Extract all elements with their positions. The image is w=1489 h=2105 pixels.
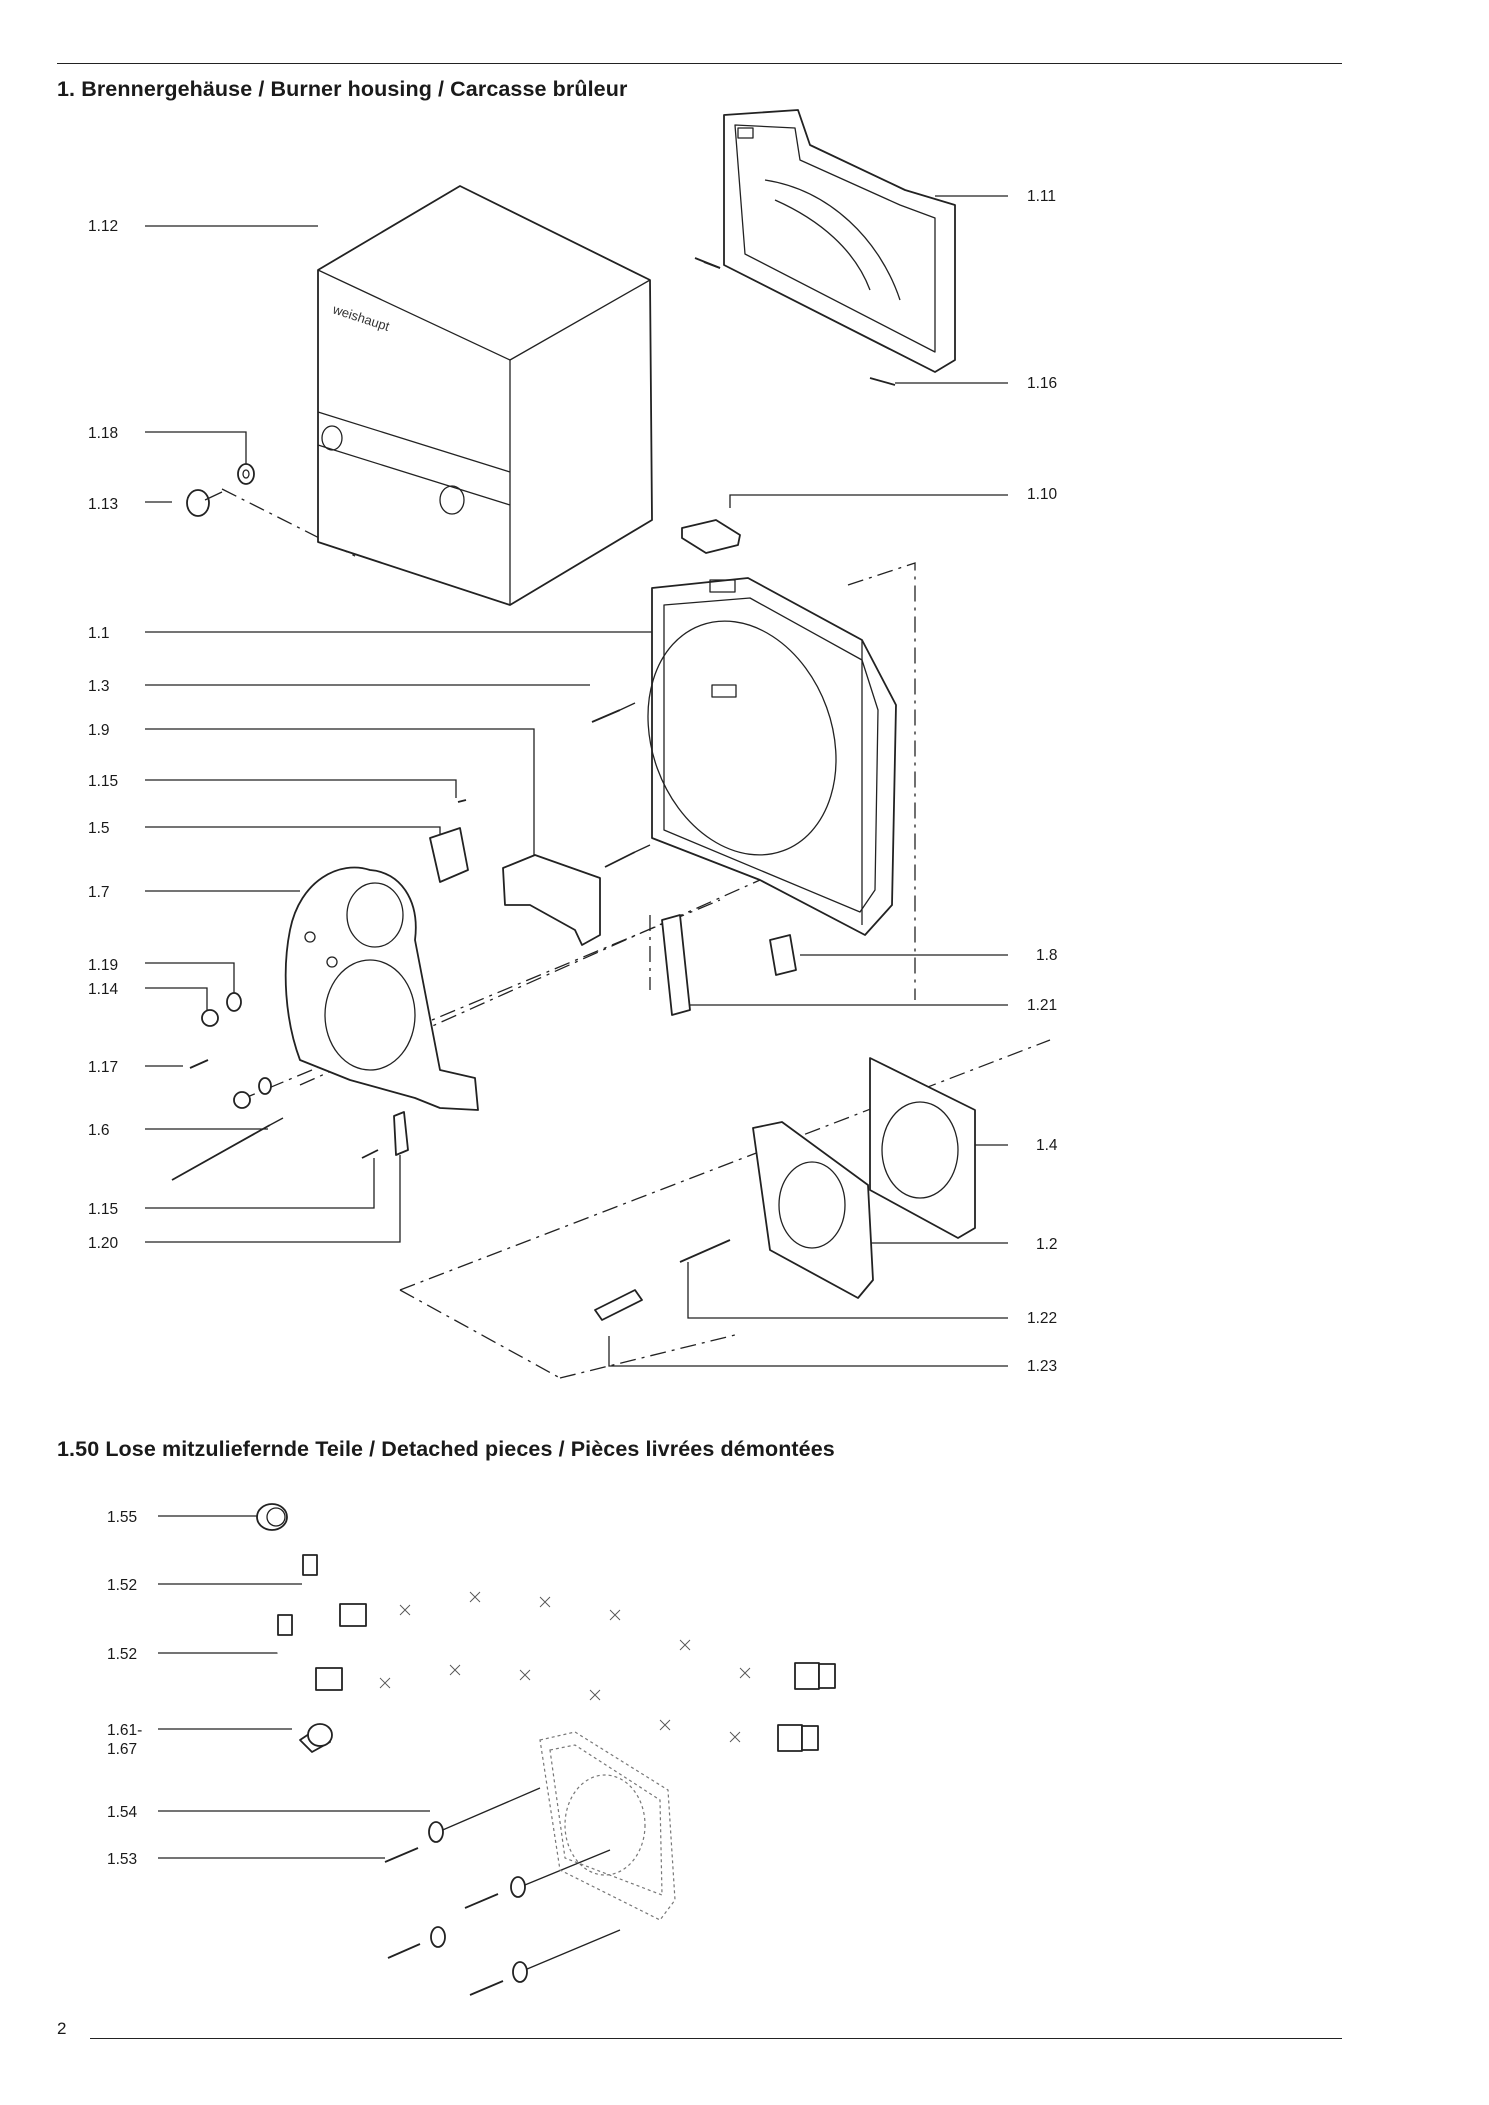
leader-lines-section-2 [158, 1515, 621, 1973]
rod-part [171, 1117, 284, 1181]
part-label: 1.52 [107, 1646, 138, 1663]
screw-part [869, 377, 896, 386]
nut-part [201, 1009, 219, 1027]
part-label: 1.2 [1036, 1236, 1058, 1253]
part-label: 1.15 [88, 1201, 119, 1218]
part-label: 1.11 [1027, 188, 1057, 205]
part-label: 1.6 [88, 1122, 110, 1139]
screw-part [464, 1893, 499, 1909]
part-label: 1.13 [88, 496, 119, 513]
stud-bolt-part [591, 702, 636, 723]
screw-part [384, 1847, 419, 1863]
washer-part [430, 1926, 446, 1948]
strip-part [661, 914, 691, 1016]
part-label: 1.55 [107, 1509, 138, 1526]
flange-part [752, 1121, 874, 1299]
part-label: 1.23 [1027, 1358, 1058, 1375]
part-label: 1.61- 1.67 [107, 1722, 143, 1758]
nozzle-part [299, 1723, 333, 1753]
part-label: 1.18 [88, 425, 119, 442]
part-label: 1.14 [88, 981, 119, 998]
fan-housing-part [284, 866, 479, 1111]
part-label: 1.17 [88, 1059, 119, 1076]
part-label: 1.4 [1036, 1137, 1058, 1154]
housing-cover-part: weishaupt [317, 185, 653, 606]
screw-part [469, 1980, 504, 1996]
housing-back-part [723, 109, 956, 373]
part-label: 1.20 [88, 1235, 119, 1252]
stud-bolt-part [604, 844, 651, 868]
leader-lines-left [145, 225, 660, 1243]
section-1-title: 1. Brennergehäuse / Burner housing / Car… [57, 77, 628, 101]
section-2-title: 1.50 Lose mitzuliefernde Teile / Detache… [57, 1437, 835, 1461]
hose-braid-pattern [379, 1591, 751, 1743]
cap-nut-part [256, 1503, 288, 1531]
connector-part [769, 934, 797, 976]
top-rule [57, 63, 1342, 64]
main-housing-part [647, 577, 897, 936]
washer-part [237, 463, 255, 485]
part-label: 1.52 [107, 1577, 138, 1594]
screw-part [694, 257, 721, 269]
part-label: 1.5 [88, 820, 110, 837]
part-label: 1.7 [88, 884, 110, 901]
washer-part [226, 992, 242, 1012]
plug-part [594, 1289, 643, 1321]
page-number: 2 [57, 2019, 67, 2038]
small-bracket-part [429, 827, 469, 883]
part-label: 1.22 [1027, 1310, 1058, 1327]
screw-part [457, 799, 467, 803]
pin-part [679, 1239, 731, 1263]
thumb-screw-part [186, 489, 223, 517]
washer-part [428, 1821, 444, 1843]
part-label: 1.16 [1027, 375, 1058, 392]
cover-plate-part [681, 519, 741, 554]
part-label: 1.12 [88, 218, 119, 235]
part-label: 1.10 [1027, 486, 1058, 503]
part-label: 1.21 [1027, 997, 1058, 1014]
screw-part [387, 1943, 421, 1959]
screw-part [361, 1149, 379, 1159]
bracket-part [502, 854, 601, 946]
clip-part [393, 1111, 409, 1156]
hose-part [277, 1614, 819, 1752]
part-label: 1.15 [88, 773, 119, 790]
part-label: 1.8 [1036, 947, 1058, 964]
nut-part [233, 1091, 251, 1109]
part-label: 1.54 [107, 1804, 138, 1821]
washer-part [512, 1961, 528, 1983]
hose-part [302, 1554, 836, 1690]
part-label: 1.3 [88, 678, 110, 695]
bottom-rule [90, 2038, 1342, 2039]
gasket-part [869, 1057, 976, 1239]
washer-part [258, 1077, 272, 1095]
part-label: 1.53 [107, 1851, 138, 1868]
screw-part [189, 1059, 209, 1069]
part-label: 1.1 [88, 625, 110, 642]
washer-part [510, 1876, 526, 1898]
part-label: 1.9 [88, 722, 110, 739]
part-label: 1.19 [88, 957, 119, 974]
flange-outline-dotted [539, 1731, 676, 1921]
